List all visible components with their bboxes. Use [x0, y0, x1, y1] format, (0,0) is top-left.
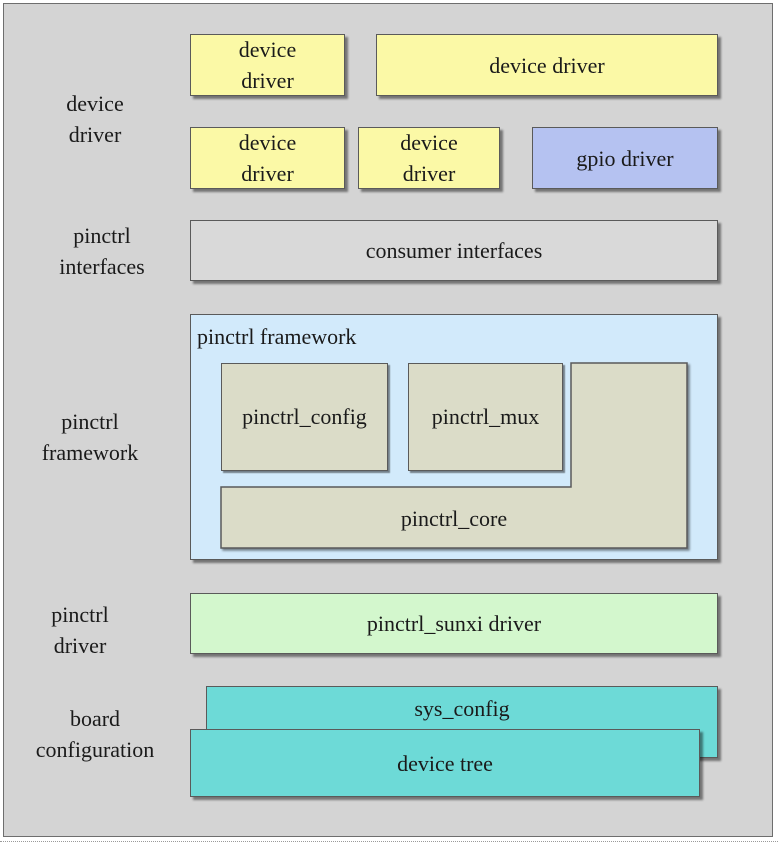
box-text: device driver: [489, 52, 605, 78]
layer-label-line: configuration: [35, 737, 155, 762]
box-text: device tree: [397, 750, 493, 776]
box-text: gpio driver: [576, 145, 674, 171]
box-text: device: [238, 130, 297, 155]
layer-label-line: interfaces: [59, 254, 145, 279]
pinctrl-sunxi-driver-box: pinctrl_sunxi driver: [190, 593, 718, 654]
box-text: pinctrl_config: [242, 404, 367, 429]
layer-label-line: framework: [41, 440, 139, 465]
box-text: device: [238, 37, 297, 62]
pinctrl-core-label: pinctrl_core: [400, 506, 508, 531]
box-text: pinctrl_mux: [431, 404, 540, 429]
gpio-driver-box: gpio driver: [532, 127, 718, 189]
layer-label-line: device: [66, 91, 124, 116]
device-driver-box: device driver: [190, 127, 345, 189]
layer-label-pinctrl-interfaces: pinctrl interfaces: [38, 220, 166, 282]
layer-label-device-driver: device driver: [40, 88, 150, 150]
pinctrl-config-box: pinctrl_config: [221, 363, 388, 471]
layer-label-line: driver: [53, 633, 107, 658]
box-text: pinctrl_sunxi driver: [366, 611, 542, 636]
layer-label-line: pinctrl: [61, 409, 119, 434]
layer-label-pinctrl-framework: pinctrl framework: [25, 406, 155, 468]
device-tree-box: device tree: [190, 729, 700, 797]
box-text: consumer interfaces: [365, 238, 543, 263]
box-text: driver: [241, 68, 294, 93]
pinctrl-core-block: [220, 362, 688, 549]
box-text: driver: [402, 161, 456, 186]
box-text: sys_config: [414, 696, 510, 721]
pinctrl-mux-box: pinctrl_mux: [408, 363, 563, 471]
box-text: device: [400, 130, 458, 155]
layer-label-board-configuration: board configuration: [20, 703, 170, 765]
layer-label-line: board: [69, 706, 121, 731]
layer-label-pinctrl-driver: pinctrl driver: [30, 599, 130, 661]
layer-label-line: pinctrl: [73, 223, 131, 248]
device-driver-box: device driver: [358, 127, 500, 189]
layer-label-line: pinctrl: [51, 602, 109, 627]
pinctrl-framework-title: pinctrl framework: [197, 324, 357, 349]
device-driver-box: device driver: [190, 34, 345, 96]
device-driver-box: device driver: [376, 34, 718, 96]
layer-label-line: driver: [68, 122, 122, 147]
bottom-divider: [0, 841, 778, 842]
box-text: driver: [241, 161, 294, 186]
consumer-interfaces-box: consumer interfaces: [190, 220, 718, 281]
